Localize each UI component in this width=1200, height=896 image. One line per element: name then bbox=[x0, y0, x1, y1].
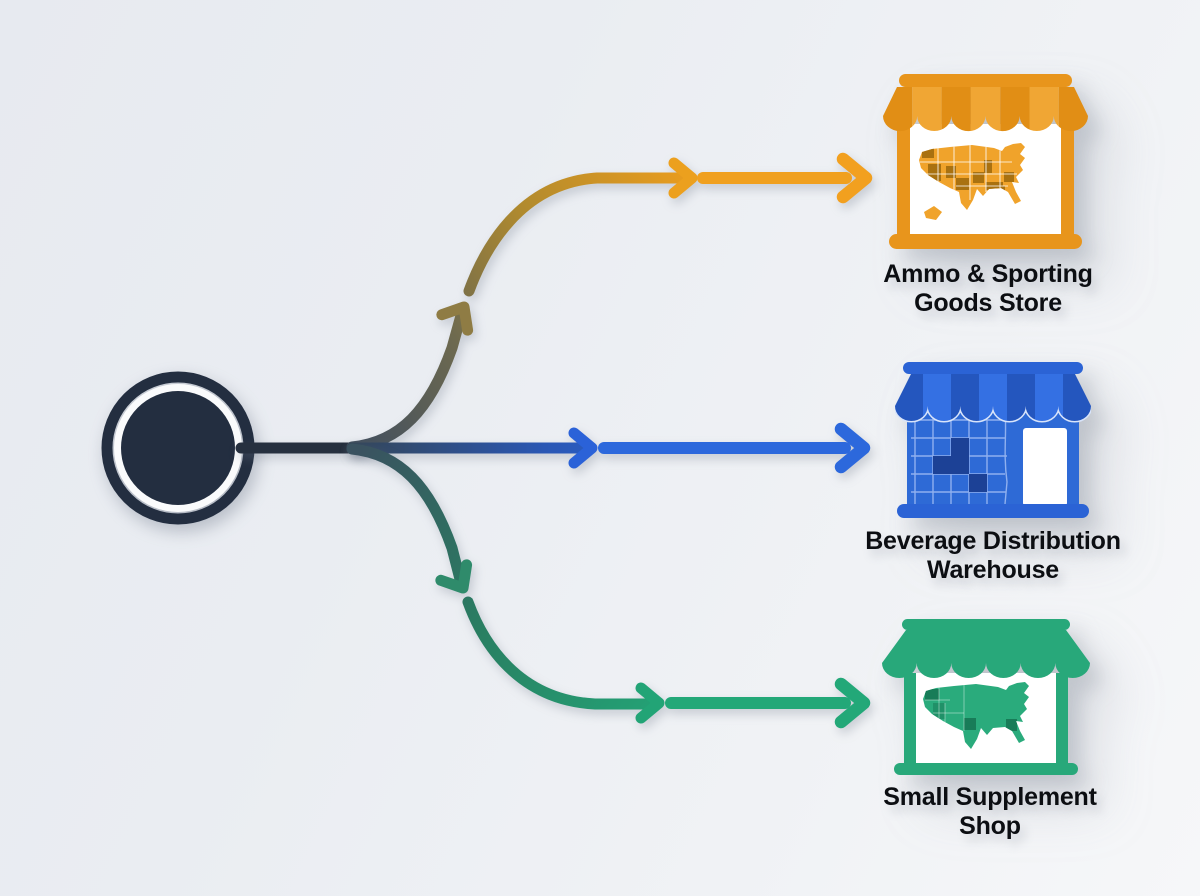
label-line: Shop bbox=[959, 812, 1021, 840]
arrow-bottom-branch bbox=[346, 443, 871, 729]
arrowhead-icon bbox=[834, 422, 871, 474]
label-line: Warehouse bbox=[926, 556, 1060, 584]
storefront-us-map-orange-icon bbox=[883, 74, 1088, 249]
highlighted-cells bbox=[933, 438, 987, 492]
storefront-us-map-green-icon bbox=[882, 619, 1090, 775]
state-borders bbox=[925, 685, 965, 731]
us-map-green bbox=[923, 682, 1029, 749]
store-frame bbox=[889, 74, 1082, 249]
label-line: Ammo & Sporting bbox=[883, 260, 1093, 288]
us-map-orange bbox=[919, 143, 1025, 220]
label-beverage-distribution: Beverage Distribution Warehouse bbox=[853, 527, 1133, 585]
chevron-icon bbox=[436, 301, 474, 336]
label-line: Beverage Distribution bbox=[865, 527, 1121, 555]
source-node bbox=[101, 371, 255, 525]
chevron-icon bbox=[568, 427, 598, 469]
chevron-icon bbox=[435, 559, 473, 594]
arrowhead-icon bbox=[836, 152, 873, 204]
arrow-middle-branch bbox=[346, 422, 871, 474]
store-awning bbox=[882, 630, 1090, 679]
arrowhead-icon bbox=[834, 677, 871, 729]
state-borders bbox=[920, 145, 1017, 200]
arrow-top-branch bbox=[346, 152, 873, 453]
county-grid bbox=[911, 410, 1008, 504]
label-small-supplement: Small Supplement Shop bbox=[850, 783, 1130, 841]
store-awning bbox=[883, 87, 1088, 132]
label-ammo-sporting-goods: Ammo & Sporting Goods Store bbox=[848, 260, 1128, 318]
label-line: Small Supplement bbox=[883, 783, 1097, 811]
storefront-county-grid-blue-icon bbox=[895, 362, 1091, 518]
branch-target-beverage-distribution bbox=[895, 362, 1091, 518]
chevron-icon bbox=[668, 157, 698, 199]
alaska-shape bbox=[924, 206, 942, 220]
branch-target-ammo-sporting-goods bbox=[883, 74, 1088, 249]
source-node-core bbox=[121, 391, 235, 505]
chevron-icon bbox=[635, 682, 665, 724]
branch-target-small-supplement bbox=[882, 619, 1090, 775]
store-door bbox=[1023, 428, 1067, 506]
label-line: Goods Store bbox=[914, 289, 1062, 317]
store-frame bbox=[897, 362, 1089, 518]
highlighted-states bbox=[925, 689, 1017, 731]
store-frame bbox=[882, 619, 1090, 775]
